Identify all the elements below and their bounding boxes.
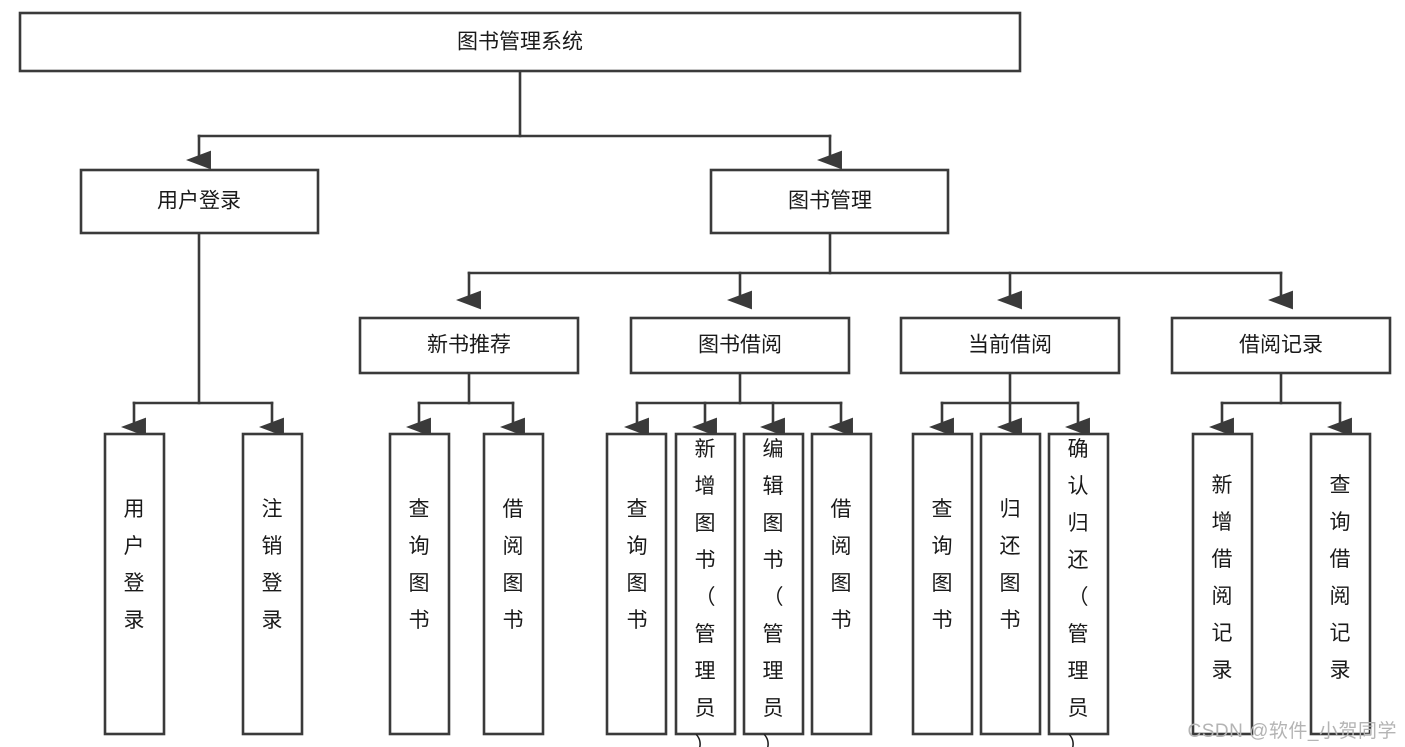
node-leaf-edit-book-box[interactable] — [742, 432, 805, 736]
node-book-borrow-box[interactable] — [629, 316, 851, 375]
node-leaf-logout[interactable]: 注销登录 — [241, 432, 304, 736]
node-leaf-user-login[interactable]: 用户登录 — [103, 432, 166, 736]
node-leaf-add-record-box[interactable] — [1191, 432, 1254, 736]
node-leaf-borrow-book-1-label: 借阅图书 — [503, 498, 524, 632]
node-leaf-borrow-book-1[interactable]: 借阅图书 — [482, 432, 545, 736]
node-new-book-rec-label: 新书推荐 — [427, 334, 511, 357]
node-leaf-return-book-label: 归还图书 — [1000, 498, 1021, 632]
node-leaf-query-book-3-box[interactable] — [911, 432, 974, 736]
node-leaf-add-book-label: 新增图书（管理员） — [695, 438, 716, 747]
node-leaf-user-login-label: 用户登录 — [124, 498, 145, 632]
node-leaf-add-record-label: 新增借阅记录 — [1212, 474, 1233, 682]
connector-layer — [121, 69, 1352, 437]
node-book-borrow[interactable]: 图书借阅 — [629, 316, 851, 375]
node-user-login-label: 用户登录 — [157, 190, 241, 213]
node-borrow-record-box[interactable] — [1170, 316, 1392, 375]
node-leaf-query-book-3[interactable]: 查询图书 — [911, 432, 974, 736]
node-leaf-borrow-book-2-label: 借阅图书 — [831, 498, 852, 632]
node-leaf-query-record-label: 查询借阅记录 — [1330, 474, 1351, 682]
node-current-borrow[interactable]: 当前借阅 — [899, 316, 1121, 375]
node-user-login-box[interactable] — [79, 168, 320, 235]
node-leaf-confirm-return-box[interactable] — [1047, 432, 1110, 736]
node-leaf-edit-book[interactable]: 编辑图书（管理员） — [742, 432, 805, 747]
node-leaf-logout-label: 注销登录 — [262, 498, 283, 632]
node-leaf-borrow-book-2-box[interactable] — [810, 432, 873, 736]
node-leaf-query-record[interactable]: 查询借阅记录 — [1309, 432, 1372, 736]
node-leaf-edit-book-label: 编辑图书（管理员） — [763, 438, 784, 747]
node-leaf-query-record-box[interactable] — [1309, 432, 1372, 736]
node-leaf-logout-box[interactable] — [241, 432, 304, 736]
node-root-box[interactable] — [18, 11, 1022, 73]
node-leaf-query-book-2-box[interactable] — [605, 432, 668, 736]
node-leaf-query-book-1[interactable]: 查询图书 — [388, 432, 451, 736]
node-leaf-add-book[interactable]: 新增图书（管理员） — [674, 432, 737, 747]
node-leaf-confirm-return-label: 确认归还（管理员） — [1068, 438, 1089, 747]
node-root[interactable]: 图书管理系统 — [18, 11, 1022, 73]
node-user-login[interactable]: 用户登录 — [79, 168, 320, 235]
node-leaf-add-record[interactable]: 新增借阅记录 — [1191, 432, 1254, 736]
node-book-borrow-label: 图书借阅 — [698, 334, 782, 357]
node-new-book-rec-box[interactable] — [358, 316, 580, 375]
node-leaf-user-login-box[interactable] — [103, 432, 166, 736]
node-leaf-query-book-3-label: 查询图书 — [932, 498, 953, 632]
node-current-borrow-box[interactable] — [899, 316, 1121, 375]
node-current-borrow-label: 当前借阅 — [968, 334, 1052, 357]
node-leaf-return-book[interactable]: 归还图书 — [979, 432, 1042, 736]
node-borrow-record[interactable]: 借阅记录 — [1170, 316, 1392, 375]
node-leaf-add-book-box[interactable] — [674, 432, 737, 736]
node-book-manage-box[interactable] — [709, 168, 950, 235]
node-root-label: 图书管理系统 — [457, 31, 583, 54]
node-borrow-record-label: 借阅记录 — [1239, 334, 1323, 357]
node-book-manage[interactable]: 图书管理 — [709, 168, 950, 235]
node-leaf-borrow-book-2[interactable]: 借阅图书 — [810, 432, 873, 736]
node-book-manage-label: 图书管理 — [788, 190, 872, 213]
node-leaf-confirm-return[interactable]: 确认归还（管理员） — [1047, 432, 1110, 747]
node-leaf-return-book-box[interactable] — [979, 432, 1042, 736]
node-leaf-query-book-2[interactable]: 查询图书 — [605, 432, 668, 736]
node-new-book-rec[interactable]: 新书推荐 — [358, 316, 580, 375]
node-leaf-query-book-2-label: 查询图书 — [627, 498, 648, 632]
node-leaf-query-book-1-box[interactable] — [388, 432, 451, 736]
node-leaf-query-book-1-label: 查询图书 — [409, 498, 430, 632]
node-leaf-borrow-book-1-box[interactable] — [482, 432, 545, 736]
